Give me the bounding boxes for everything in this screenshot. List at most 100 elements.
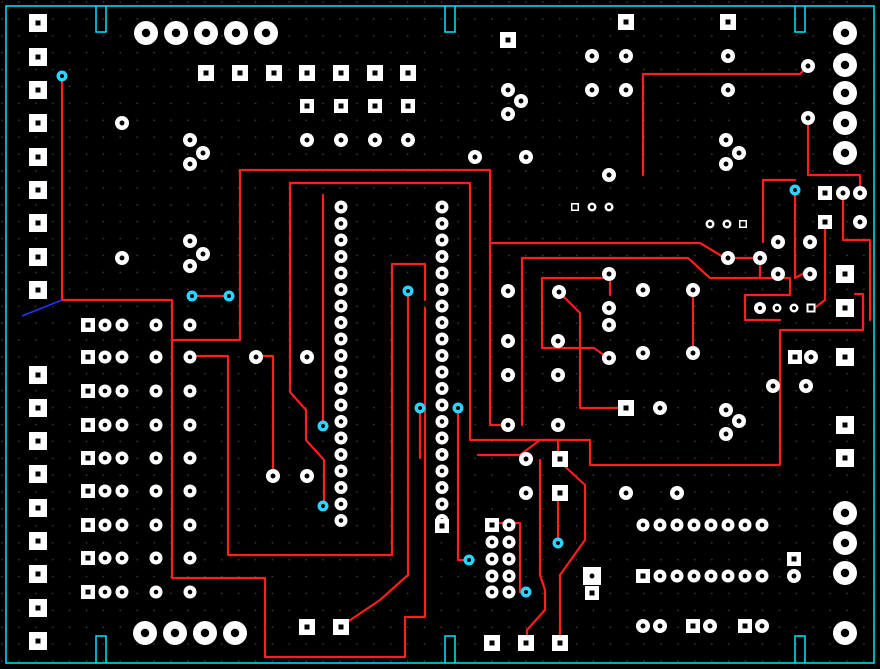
pad-round [653, 569, 667, 583]
pad-round [435, 448, 449, 461]
trace [525, 458, 547, 642]
pad-round [334, 266, 348, 280]
pad-round [334, 332, 348, 346]
pad-round [249, 350, 263, 364]
pad-round [133, 621, 157, 645]
pad-round [334, 349, 348, 362]
pad-square [484, 635, 500, 651]
pad-round [771, 235, 785, 249]
pad-round [149, 350, 163, 364]
pad-square [552, 485, 568, 501]
pad-round [704, 569, 718, 583]
pad-round [670, 486, 684, 500]
vias [56, 70, 801, 598]
pad-round [602, 267, 616, 281]
pad-round [334, 133, 348, 147]
pad-round [721, 518, 735, 532]
pad-round [149, 518, 163, 532]
pad-round [502, 535, 516, 549]
pad-square [29, 532, 47, 550]
pad-square [400, 65, 416, 81]
pad-round [833, 531, 857, 555]
pad-round [502, 569, 516, 583]
pad-round [719, 403, 733, 417]
pad-round [833, 21, 857, 45]
pad-square [29, 248, 47, 266]
pad-round [98, 318, 112, 332]
pad-square [518, 635, 534, 651]
pad-round [193, 621, 217, 645]
pad-round [803, 235, 817, 249]
pad-square [836, 299, 854, 317]
pad-round [772, 303, 782, 313]
pad-square [368, 99, 382, 113]
pad-square [618, 400, 634, 416]
pad-round [687, 518, 701, 532]
pad-round [501, 418, 515, 432]
pad-round [435, 464, 449, 478]
pad-square [818, 215, 832, 229]
pad-round [224, 21, 248, 45]
pad-square [81, 350, 95, 364]
pad-square [333, 619, 349, 635]
pad-round [833, 53, 857, 77]
pad-round [134, 21, 158, 45]
pad-round [183, 384, 197, 398]
pad-round [149, 384, 163, 398]
pad-round [435, 316, 449, 329]
pad-square [29, 499, 47, 517]
pad-round [183, 518, 197, 532]
pad-round [602, 168, 616, 182]
pad-round [115, 350, 129, 364]
pad-round [183, 234, 197, 248]
pad-round [670, 569, 684, 583]
pad-round [435, 217, 449, 230]
pad-round [183, 484, 197, 498]
pad-round [753, 251, 767, 265]
pad-square [29, 114, 47, 132]
pad-round [334, 431, 348, 445]
pad-square [401, 99, 415, 113]
pad-round [183, 350, 197, 364]
pad-round [435, 415, 449, 428]
pad-square [738, 619, 752, 633]
pad-round [435, 250, 449, 263]
pad-round [803, 267, 817, 281]
copper-traces [60, 64, 872, 659]
pad-round [115, 585, 129, 599]
pad-square [300, 99, 314, 113]
pad-round [853, 186, 867, 200]
pad-round [719, 133, 733, 147]
pad-round [334, 316, 348, 329]
pad-round [585, 569, 599, 583]
pad-round [254, 21, 278, 45]
pad-square [29, 432, 47, 450]
pad-round [721, 569, 735, 583]
pad-round [98, 585, 112, 599]
pad-round [115, 418, 129, 432]
pad-round [149, 585, 163, 599]
pad-square [29, 48, 47, 66]
pad-round [196, 146, 210, 160]
pad-round [738, 518, 752, 532]
pad-round [602, 301, 616, 315]
pad-round [183, 451, 197, 465]
pad-round [435, 497, 449, 511]
pad-square [29, 214, 47, 232]
pad-round [98, 451, 112, 465]
pad-round [183, 259, 197, 273]
pad-round [501, 83, 515, 97]
pad-round [636, 619, 650, 633]
pad-round [687, 569, 701, 583]
pad-round [183, 318, 197, 332]
pad-round [801, 111, 815, 125]
pad-square [299, 619, 315, 635]
pad-round [164, 21, 188, 45]
pad-round [98, 350, 112, 364]
trace [288, 181, 560, 457]
board-outline [5, 5, 875, 664]
pad-square [806, 303, 816, 313]
trace [557, 290, 628, 410]
pad-round [801, 59, 815, 73]
pad-round [300, 469, 314, 483]
